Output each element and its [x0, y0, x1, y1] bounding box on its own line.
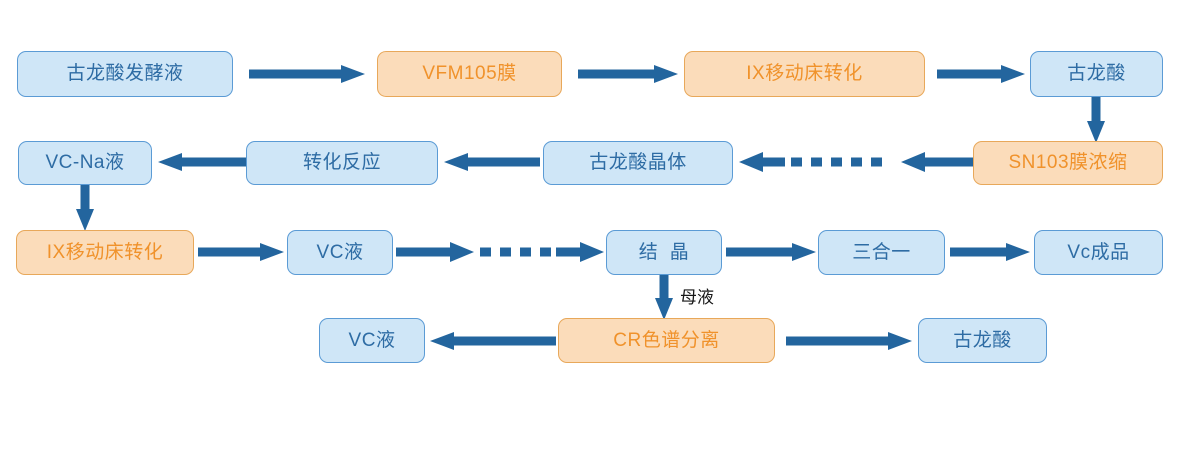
node-label: 三合一 [852, 241, 911, 263]
node-label: VFM105膜 [422, 63, 517, 85]
node-vc-solution-row4[interactable]: VC液 [319, 318, 425, 363]
node-gulonic-acid-crystal[interactable]: 古龙酸晶体 [543, 141, 733, 185]
node-label: IX移动床转化 [46, 241, 164, 263]
node-label: 古龙酸晶体 [589, 152, 687, 174]
node-label: 结 晶 [638, 241, 690, 263]
node-label: VC液 [316, 241, 364, 263]
arrow-n11-to-n12 [726, 242, 816, 262]
node-ix-moving-bed-conversion-row1[interactable]: IX移动床转化 [684, 51, 925, 97]
arrow-n3-to-n4 [937, 64, 1025, 84]
arrow-n9-to-n10 [198, 242, 284, 262]
node-label: Vc成品 [1067, 241, 1130, 263]
node-sn103-membrane-concentration[interactable]: SN103膜浓缩 [973, 141, 1163, 185]
arrow-n7-to-n6 [444, 152, 540, 172]
node-conversion-reaction[interactable]: 转化反应 [246, 141, 438, 185]
arrow-n15-to-n14 [430, 331, 556, 351]
node-label: IX移动床转化 [746, 63, 863, 85]
node-gulonic-acid-row4[interactable]: 古龙酸 [918, 318, 1047, 363]
arrow-n2-to-n3 [578, 64, 678, 84]
edge-label-mother-liquor: 母液 [680, 288, 714, 307]
arrow-n10-to-n11-dashed [396, 242, 604, 262]
node-ix-moving-bed-conversion-row3[interactable]: IX移动床转化 [16, 230, 194, 275]
node-label: 古龙酸 [1067, 63, 1126, 85]
node-gulonic-acid-ferment-liquid[interactable]: 古龙酸发酵液 [17, 51, 233, 97]
arrow-n4-to-n8 [1086, 97, 1106, 143]
arrow-n1-to-n2 [249, 64, 365, 84]
arrow-n12-to-n13 [950, 242, 1030, 262]
arrow-n5-to-n9 [75, 185, 95, 231]
node-label: 古龙酸 [953, 329, 1012, 351]
arrow-n15-to-n16 [786, 331, 912, 351]
arrow-n11-to-n15 [654, 275, 674, 320]
node-vc-solution-row3[interactable]: VC液 [287, 230, 393, 275]
node-label: 转化反应 [302, 152, 381, 174]
arrow-n8-to-n7-dashed [739, 152, 974, 172]
node-vfm105-membrane[interactable]: VFM105膜 [377, 51, 562, 97]
node-label: VC液 [348, 329, 396, 351]
node-cr-chromatographic-separation[interactable]: CR色谱分离 [558, 318, 775, 363]
node-label: CR色谱分离 [613, 329, 720, 351]
node-label: 古龙酸发酵液 [66, 63, 184, 85]
node-gulonic-acid-row1[interactable]: 古龙酸 [1030, 51, 1163, 97]
node-three-in-one[interactable]: 三合一 [818, 230, 945, 275]
node-label: VC-Na液 [45, 152, 125, 174]
node-vc-na-solution[interactable]: VC-Na液 [18, 141, 152, 185]
node-crystallization[interactable]: 结 晶 [606, 230, 722, 275]
arrow-n6-to-n5 [158, 152, 246, 172]
node-vc-finished-product[interactable]: Vc成品 [1034, 230, 1163, 275]
node-label: SN103膜浓缩 [1008, 152, 1128, 174]
